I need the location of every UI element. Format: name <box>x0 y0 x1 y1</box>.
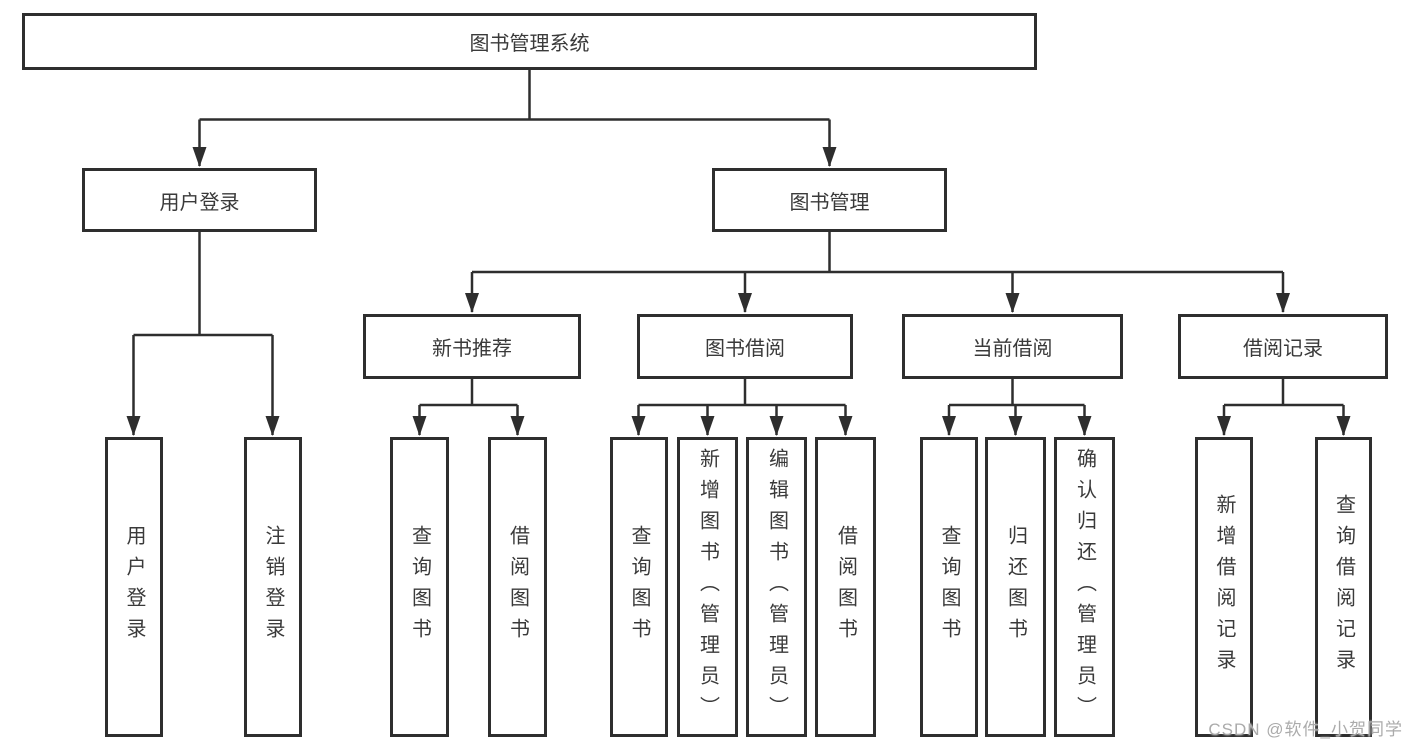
leaf-records-add: 新增借阅记录 <box>1195 437 1253 737</box>
leaf-logout-label: 注销登录 <box>262 525 284 649</box>
node-user-login-label: 用户登录 <box>159 191 240 214</box>
node-current-borrow: 当前借阅 <box>902 314 1123 379</box>
node-book-management-label: 图书管理 <box>789 191 870 214</box>
leaf-borrow-query-label: 查询图书 <box>628 525 650 649</box>
leaf-current-query: 查询图书 <box>920 437 978 737</box>
leaf-user-login-label: 用户登录 <box>123 525 145 649</box>
leaf-current-confirm-label: 确认归还（管理员） <box>1073 447 1096 727</box>
leaf-logout: 注销登录 <box>244 437 302 737</box>
leaf-borrow-borrow-label: 借阅图书 <box>834 525 857 649</box>
leaf-newbook-query: 查询图书 <box>390 437 449 737</box>
leaf-current-query-label: 查询图书 <box>938 525 960 649</box>
leaf-records-query-label: 查询借阅记录 <box>1332 494 1355 680</box>
leaf-borrow-borrow: 借阅图书 <box>815 437 876 737</box>
node-new-book-recommend: 新书推荐 <box>363 314 581 379</box>
leaf-newbook-query-label: 查询图书 <box>408 525 431 649</box>
leaf-newbook-borrow: 借阅图书 <box>488 437 547 737</box>
node-book-borrow-label: 图书借阅 <box>705 338 785 360</box>
leaf-current-return-label: 归还图书 <box>1004 525 1027 649</box>
leaf-current-return: 归还图书 <box>985 437 1046 737</box>
node-borrow-records-label: 借阅记录 <box>1243 338 1323 360</box>
node-root-label: 图书管理系统 <box>469 33 590 55</box>
leaf-borrow-edit-label: 编辑图书（管理员） <box>765 447 788 727</box>
leaf-borrow-edit: 编辑图书（管理员） <box>746 437 807 737</box>
node-user-login: 用户登录 <box>82 168 317 232</box>
leaf-borrow-add-label: 新增图书（管理员） <box>696 447 719 727</box>
node-book-borrow: 图书借阅 <box>637 314 853 379</box>
csdn-watermark: CSDN @软件_小贺同学 <box>1208 720 1403 739</box>
leaf-records-query: 查询借阅记录 <box>1315 437 1372 737</box>
leaf-newbook-borrow-label: 借阅图书 <box>506 525 529 649</box>
leaf-current-confirm: 确认归还（管理员） <box>1054 437 1115 737</box>
node-current-borrow-label: 当前借阅 <box>972 338 1053 360</box>
node-borrow-records: 借阅记录 <box>1178 314 1388 379</box>
node-root: 图书管理系统 <box>22 13 1037 70</box>
node-book-management: 图书管理 <box>712 168 947 232</box>
leaf-borrow-add: 新增图书（管理员） <box>677 437 738 737</box>
leaf-user-login: 用户登录 <box>105 437 163 737</box>
node-new-book-recommend-label: 新书推荐 <box>432 338 512 360</box>
leaf-records-add-label: 新增借阅记录 <box>1213 494 1235 680</box>
leaf-borrow-query: 查询图书 <box>610 437 668 737</box>
